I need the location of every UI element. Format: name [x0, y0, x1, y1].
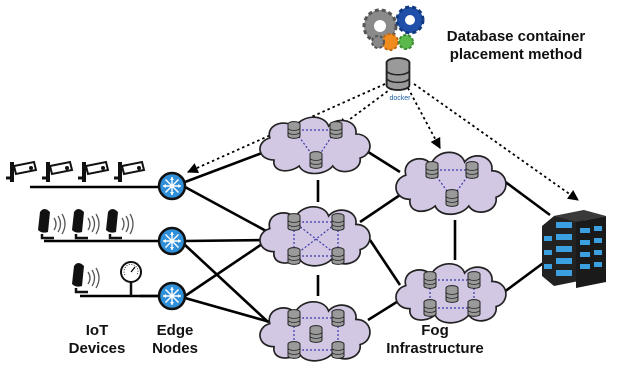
wireless-sensor-icon [70, 261, 101, 294]
pressure-gauge-icon [120, 261, 142, 296]
docker-logo: docker [389, 95, 411, 102]
database-icon [309, 151, 323, 169]
fog-label-line1: Fog [421, 322, 449, 339]
database-icon [287, 213, 301, 231]
placement-arrows [187, 83, 579, 201]
security-camera-icon [112, 160, 146, 184]
database-icon [331, 213, 345, 231]
database-icon [309, 325, 323, 343]
database-icon [465, 161, 479, 179]
database-icon [331, 247, 345, 265]
fog-label-line2: Infrastructure [386, 339, 484, 357]
database-icon [425, 161, 439, 179]
router-icon [157, 281, 187, 311]
iot-label-line2: Devices [68, 339, 126, 357]
wireless-sensor-icon [104, 207, 135, 240]
iot-cameras [4, 160, 146, 184]
database-stack-icon [385, 57, 411, 91]
security-camera-icon [4, 160, 38, 184]
database-icon [467, 271, 481, 289]
database-icon [329, 121, 343, 139]
edge-label-line2: Nodes [152, 339, 198, 357]
edge-label-line1: Edge [156, 322, 194, 339]
network-links [30, 148, 551, 324]
security-camera-icon [76, 160, 110, 184]
router-icon [157, 226, 187, 256]
wireless-sensor-icon [70, 207, 101, 240]
database-icon [423, 271, 437, 289]
gears-icon [362, 5, 425, 51]
cloud-middle-left [259, 205, 371, 267]
iot-label-line1: IoT [85, 322, 109, 339]
database-icon [445, 285, 459, 303]
database-icon [467, 299, 481, 317]
database-icon [287, 247, 301, 265]
method-title-line2: placement method [449, 45, 583, 63]
security-camera-icon [40, 160, 74, 184]
docker-label: docker [389, 95, 411, 102]
method-title-line1: Database container [446, 28, 586, 45]
wireless-sensor-icon [36, 207, 67, 240]
method-title: Database container placement method [416, 28, 616, 63]
edge-nodes-label: Edge Nodes [137, 322, 213, 357]
database-icon [287, 309, 301, 327]
iot-devices-label: IoT Devices [52, 322, 142, 357]
database-icon [331, 309, 345, 327]
iot-sensors [36, 207, 135, 294]
edge-routers [157, 171, 187, 311]
fog-infrastructure-label: Fog Infrastructure [360, 322, 510, 357]
database-icon [423, 299, 437, 317]
server-rack-icon [542, 210, 606, 288]
database-icon [445, 189, 459, 207]
database-icon [287, 121, 301, 139]
database-icon [287, 341, 301, 359]
router-icon [157, 171, 187, 201]
database-icon [331, 341, 345, 359]
